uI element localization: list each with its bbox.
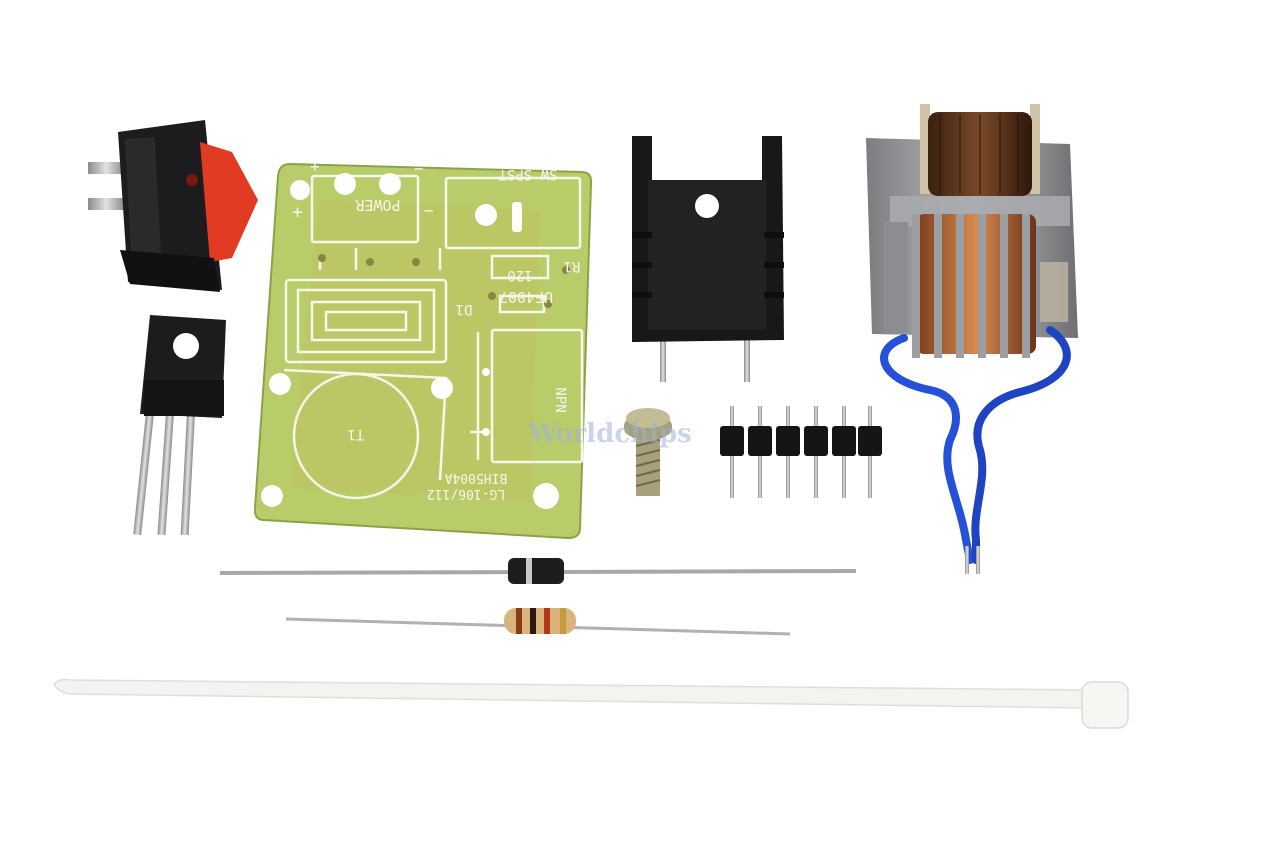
pcb-minus-label: −	[424, 201, 434, 220]
pcb-npn-label: NPN	[552, 387, 568, 412]
zip-tie	[53, 678, 1129, 729]
switch-actuator	[200, 142, 258, 262]
pcb-d1-label: D1	[456, 301, 473, 317]
watermark-text: Worldchips	[527, 419, 692, 449]
pcb-r1-label: R1	[564, 258, 581, 274]
diode	[219, 558, 857, 584]
pcb-t1-label: T1	[348, 426, 365, 442]
pcb-model-label: LG-106/112	[427, 486, 505, 501]
pcb-uf-label: UF4007	[499, 288, 553, 306]
high-voltage-coil	[866, 104, 1078, 574]
pin-header	[720, 406, 882, 498]
pcb-board: POWER SW SPST 120 R1 UF4007 D1 NPN T1	[253, 157, 593, 540]
pcb-plus-label: +	[292, 202, 303, 223]
npn-transistor	[133, 315, 226, 536]
rocker-switch	[88, 120, 258, 292]
pcb-r1-value-label: 120	[507, 267, 532, 283]
pcb-part-label: BIH5004A	[445, 470, 508, 485]
screw	[624, 408, 672, 496]
heatsink	[632, 136, 784, 382]
pcb-power-label: POWER	[354, 196, 400, 214]
pcb-switch-label: SW SPST	[498, 166, 558, 182]
resistor	[285, 608, 791, 636]
pcb-plus-top-label: +	[310, 157, 320, 176]
pcb-minus-top-label: −	[414, 159, 424, 178]
